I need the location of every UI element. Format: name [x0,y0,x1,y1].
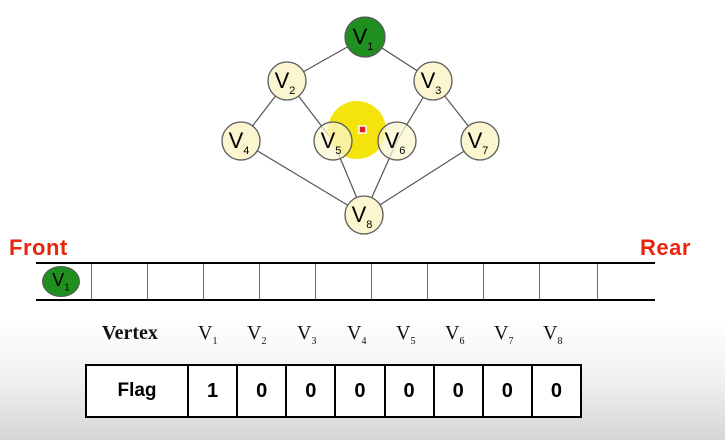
queue-item: V1 [42,266,80,297]
vertex-label: V5 [396,322,416,347]
queue-front-label: Front [9,235,68,260]
flag-cell: 0 [550,379,562,402]
queue-cell [372,264,428,299]
vertex-label: V8 [543,322,563,347]
node-v4: V4 [221,121,261,161]
vertex-label: V2 [247,322,267,347]
node-label: V5 [321,128,342,157]
node-circle [413,61,453,101]
node-label: V8 [352,202,373,231]
node-circle [313,121,353,161]
node-label: V1 [353,24,374,53]
node-v7: V7 [460,121,500,161]
vertex-label: V1 [198,322,218,347]
node-circle [221,121,261,161]
queue-cell [36,264,92,299]
queue-cell [598,264,655,299]
queue-item-label: V1 [52,269,70,294]
node-circle [460,121,500,161]
node-v6: V6 [377,121,417,161]
flag-cell: 1 [189,366,239,416]
flag-cell: 0 [386,366,435,416]
queue-cell [428,264,484,299]
node-circle [344,16,386,58]
node-label: V6 [385,128,406,157]
flag-cell: 0 [238,366,288,416]
mouse-pointer-icon [358,125,367,134]
flag-cell: 0 [484,366,533,416]
edge-v7-v8 [363,140,481,216]
queue-cell [484,264,540,299]
vertex-label: V3 [297,322,317,347]
node-v1: V1 [344,16,386,58]
node-label: V4 [229,128,250,157]
edge-v4-v8 [240,140,365,216]
flag-cell: 0 [287,366,337,416]
queue-top-border [36,262,655,264]
queue-cell [148,264,204,299]
vertex-heading: Vertex [102,322,158,344]
node-v5: V5 [313,121,353,161]
node-v2: V2 [267,61,307,101]
node-label: V3 [421,68,442,97]
node-circle [377,121,417,161]
vertex-label: V4 [347,322,367,347]
queue-cell [540,264,598,299]
node-v8: V8 [344,195,384,235]
queue-cell [92,264,148,299]
queue-cell [204,264,260,299]
flag-cell: 0 [435,366,484,416]
node-label: V2 [275,68,296,97]
queue-rear-label: Rear [640,235,691,260]
vertex-label: V7 [494,322,514,347]
node-circle [267,61,307,101]
queue-bottom-border [36,299,655,301]
queue-cell [260,264,316,299]
queue-cell [316,264,372,299]
flag-label: Flag [87,366,189,416]
vertex-label: V6 [445,322,465,347]
flag-cell: 0 [336,366,386,416]
node-v3: V3 [413,61,453,101]
node-label: V7 [468,128,489,157]
node-circle [344,195,384,235]
